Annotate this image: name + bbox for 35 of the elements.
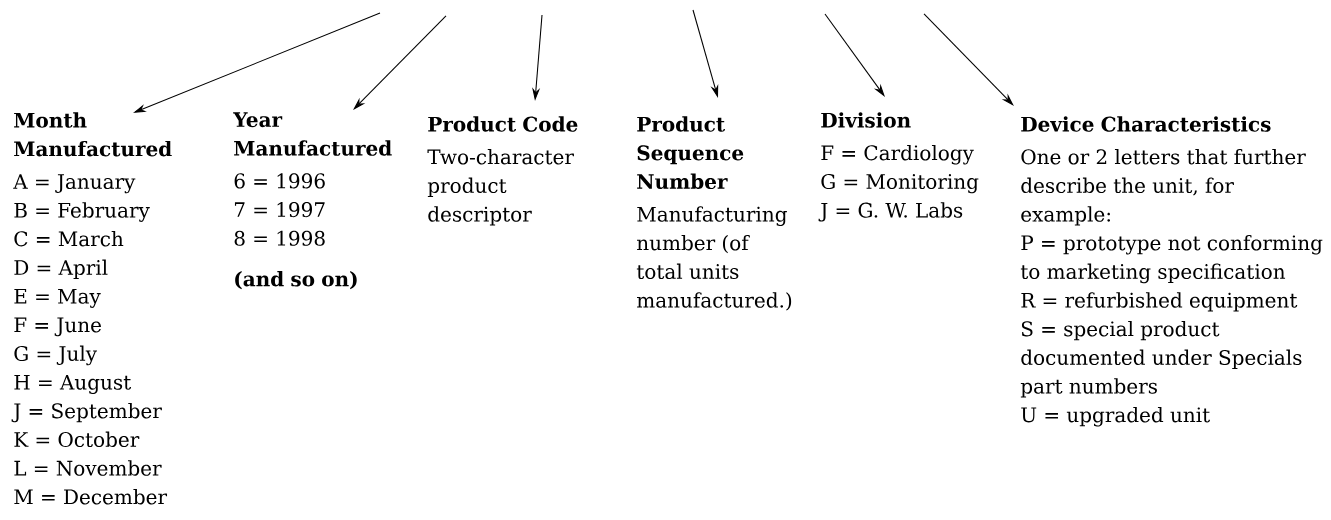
body-text: F = Cardiology (821, 144, 974, 165)
body-text: G = Monitoring (821, 173, 979, 194)
column-heading: Year Manufactured (233, 112, 392, 156)
column-heading: Product Code (428, 116, 578, 132)
body-text: U = upgraded unit (1021, 406, 1210, 427)
body-text: Two-character product descriptor (427, 148, 574, 226)
arrow (923, 13, 1014, 106)
body-text: P = prototype not conforming to marketing specification (1020, 234, 1323, 284)
column-heading: Division (821, 112, 911, 128)
body-text: 6 = 1996 (234, 173, 325, 189)
body-text: C = March (14, 230, 124, 247)
body-text: H = August (14, 374, 132, 394)
body-text: J = G. W. Labs (818, 202, 963, 222)
body-text: One or 2 letters that further describe the unit, for example: (1021, 148, 1306, 226)
body-text: E = May (14, 288, 101, 308)
body-text: J = September (11, 402, 162, 423)
body-text: 8 = 1998 (234, 230, 325, 246)
body-text: D = April (14, 259, 108, 279)
column-heading: Device Characteristics (1021, 116, 1271, 132)
body-text: G = July (14, 345, 97, 366)
body-text: R = refurbished equipment (1021, 292, 1298, 312)
body-text: L = November (14, 460, 162, 476)
body-text: S = special product documented under Specials part numbers (1020, 320, 1302, 398)
body-text: F = June (14, 317, 101, 337)
arrow (824, 13, 885, 97)
body-text: Manufacturing number (of total units manufactured.) (636, 206, 792, 311)
body-text: A = January (13, 174, 136, 194)
column-heading: Month Manufactured (14, 112, 172, 157)
body-text: M = December (14, 488, 168, 505)
column-heading: Product Sequence Number (637, 116, 744, 190)
body-text: K = October (14, 431, 140, 448)
body-text: 7 = 1997 (234, 202, 325, 218)
body-text: B = February (14, 202, 150, 222)
arrow (353, 15, 447, 110)
note-text: (and so on) (235, 271, 357, 290)
